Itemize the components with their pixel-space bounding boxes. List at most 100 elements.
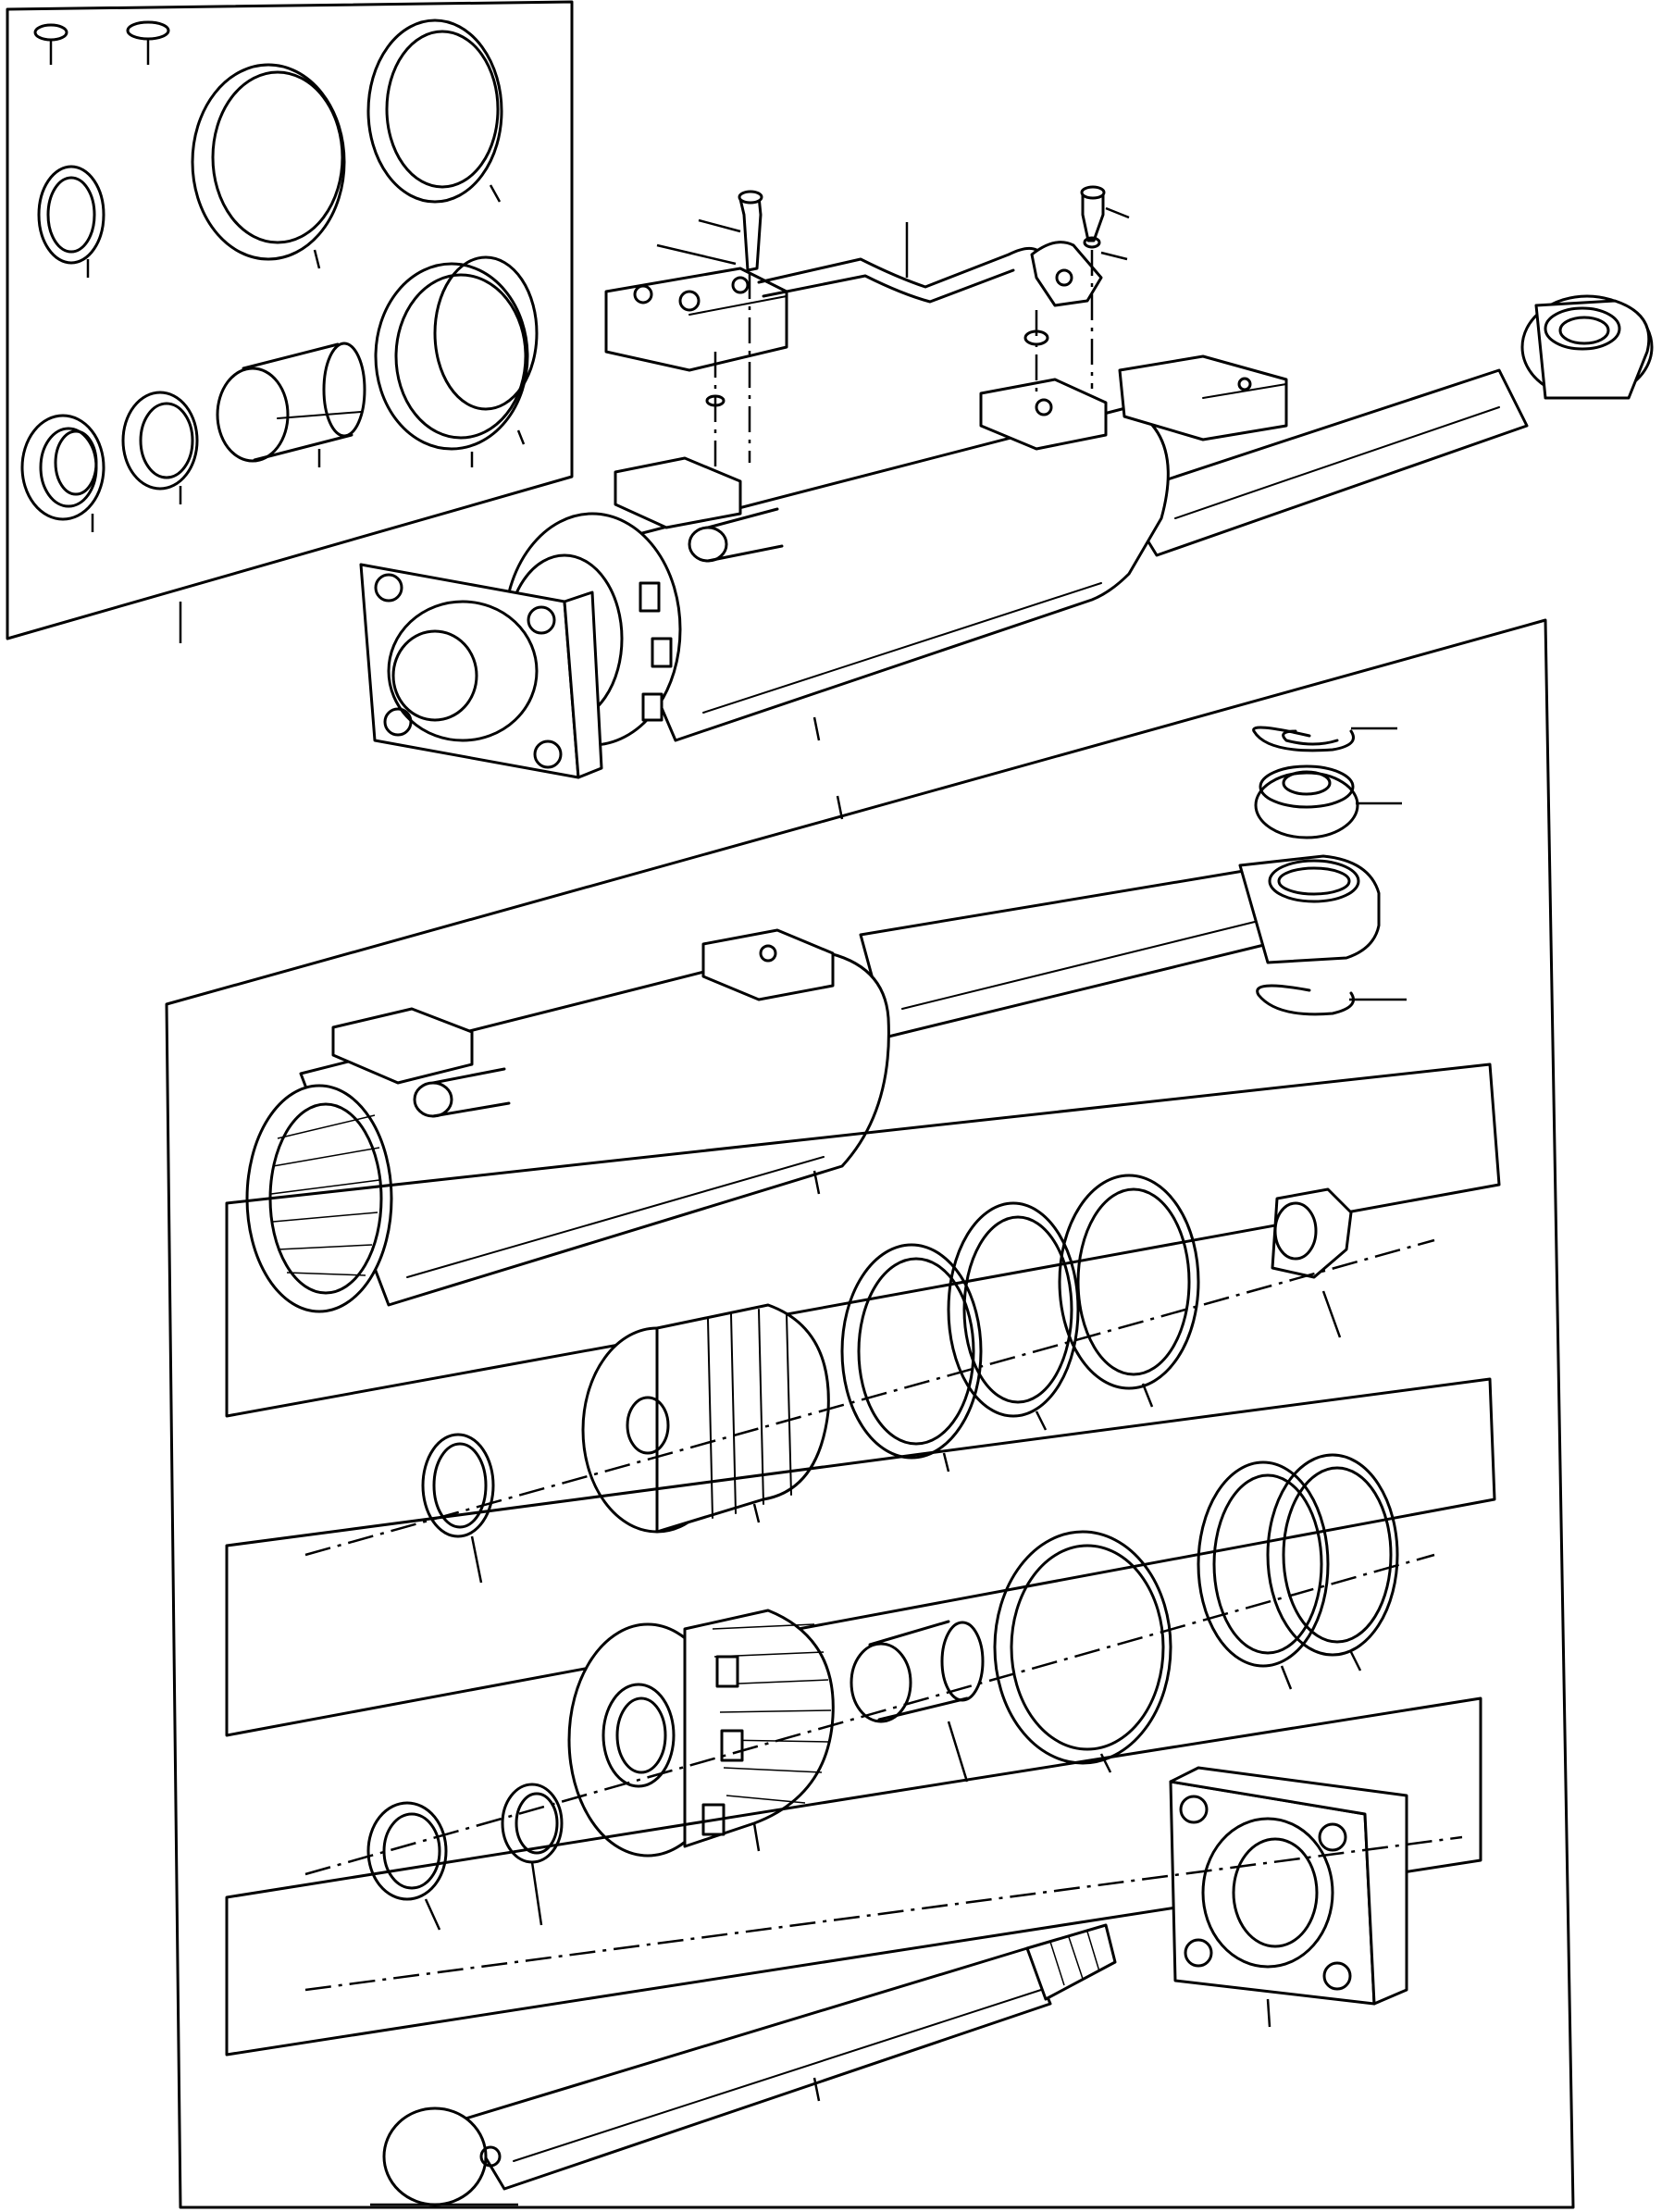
hatch-line: [277, 1114, 376, 1139]
piston-groove-1: [707, 1318, 713, 1519]
pipe-bolt-right-head: [1080, 185, 1106, 200]
rod-seal-front-view: [501, 1783, 564, 1864]
tube-port-block-rear: [701, 928, 835, 1001]
pipe-flange-hole-3: [731, 276, 750, 294]
head-flange-hole-2: [1318, 1822, 1347, 1852]
rod-thread-line: [1068, 1936, 1084, 1980]
port-block-hole: [759, 944, 777, 963]
wiper-ring-small: [37, 165, 105, 265]
hatch-line: [286, 1272, 366, 1276]
pipe-bolt-right: [1081, 191, 1105, 242]
port-tube-end: [688, 526, 728, 563]
exploded-panel-outline: [165, 618, 1575, 2209]
head-flange-front-view: [1169, 1780, 1376, 2006]
thread-line: [719, 1709, 832, 1713]
gland-notch-1: [715, 1655, 739, 1688]
head-flange-side-view: [1169, 1766, 1408, 2006]
leader-line: [1035, 1410, 1048, 1431]
leader-line: [516, 429, 526, 445]
gland-seal-large: [993, 1530, 1172, 1765]
cylinder-eye: [1238, 854, 1381, 964]
circlip-lower: [1256, 984, 1355, 1016]
leader-line: [698, 218, 741, 233]
rod-subpanel-outline: [225, 1696, 1482, 2057]
rod-highlight: [1174, 406, 1500, 519]
small-o-ring-1: [33, 23, 68, 42]
rod-ball-end: [391, 629, 478, 722]
piston-seal-ring-2-back: [433, 255, 539, 411]
gland-guide-ring-1: [1197, 1460, 1330, 1668]
thread-line: [726, 1795, 806, 1804]
piston-seal-ring-inner: [385, 30, 500, 189]
piston-subpanel-outline: [225, 1063, 1501, 1418]
piston-groove-4: [786, 1313, 792, 1496]
leader-line: [752, 1822, 761, 1852]
thread-line: [723, 1767, 823, 1773]
gland-subpanel-outline: [225, 1377, 1496, 1737]
gland-axis: [304, 1553, 1435, 1876]
flange-boss: [387, 600, 539, 742]
wiper-seal-inner: [39, 427, 98, 508]
cylinder-bore-opening: [245, 1084, 393, 1313]
leader-line: [752, 1503, 761, 1523]
small-o-ring-2: [126, 20, 170, 41]
rod-thread-line: [1049, 1941, 1065, 1986]
rod-thread-lines: [1049, 1931, 1100, 1986]
hatch-line: [277, 1244, 373, 1250]
assembled-cylinder-barrel: [590, 405, 1170, 742]
piston-rod-highlight: [513, 1989, 1042, 2162]
leader-line: [1321, 1290, 1342, 1338]
cylinder-tube-main: [299, 947, 890, 1307]
gland-guide-ring-2-inner: [1282, 1466, 1393, 1644]
leader-line: [424, 1898, 441, 1931]
head-flange-bore: [1232, 1837, 1319, 1948]
gland-slot-2: [651, 637, 673, 668]
leader-line: [812, 716, 821, 741]
bushing-back: [322, 342, 366, 438]
rod-ball-head-hole: [479, 2145, 502, 2168]
leader-line: [836, 795, 844, 820]
leader-line: [530, 1861, 543, 1926]
pipe-flange-hole-1: [633, 284, 653, 304]
pipe-o-ring-3: [1083, 236, 1101, 249]
cylinder-eye-bore: [1268, 859, 1360, 903]
hatch-line: [270, 1179, 380, 1195]
piston-axis: [304, 1238, 1435, 1557]
hatch-line: [272, 1212, 378, 1223]
pipe-flange-hole-2: [678, 290, 701, 312]
leader-line: [1280, 1665, 1293, 1690]
piston-seal-3: [1058, 1174, 1200, 1390]
port-hole: [1035, 398, 1053, 416]
guide-band-large: [191, 63, 346, 261]
piston-o-ring-inner: [432, 1442, 488, 1529]
hydraulic-pipe: [757, 246, 1038, 304]
bushing-front: [216, 367, 290, 463]
wiper-front-view: [366, 1801, 448, 1901]
mounting-pad-hole: [1237, 377, 1252, 391]
piston-seal-1: [840, 1243, 983, 1460]
rod-eye-bearing: [1558, 316, 1610, 345]
pipe-end-block: [1030, 241, 1103, 307]
leader-line: [942, 1452, 950, 1473]
gland-bushing-body: [868, 1620, 969, 1721]
head-flange-side: [563, 590, 603, 779]
leader-line: [313, 249, 321, 269]
guide-band-large-inner: [211, 70, 344, 244]
tube-port-tube: [431, 1067, 511, 1118]
leader-line: [1141, 1383, 1154, 1408]
head-flange-hole-4: [1322, 1961, 1352, 1991]
circlip-upper: [1252, 726, 1355, 752]
tube-port-block-front: [331, 1007, 474, 1085]
gland-bore: [602, 1683, 676, 1788]
flange-bolt-hole-2: [527, 605, 556, 635]
bushing-edge: [277, 411, 362, 419]
gland-seal-large-inner: [1010, 1544, 1165, 1751]
seal-kit-inset: [6, 0, 574, 643]
pipe-bolt-left-head: [738, 190, 763, 205]
pipe-bolt-left: [738, 194, 763, 272]
circlip-upper-inner: [1282, 729, 1339, 746]
cylinder-tube-rod-highlight: [901, 920, 1259, 1010]
piston-lock-nut: [1271, 1187, 1353, 1279]
exploded-parts-panel: [165, 618, 1575, 2209]
